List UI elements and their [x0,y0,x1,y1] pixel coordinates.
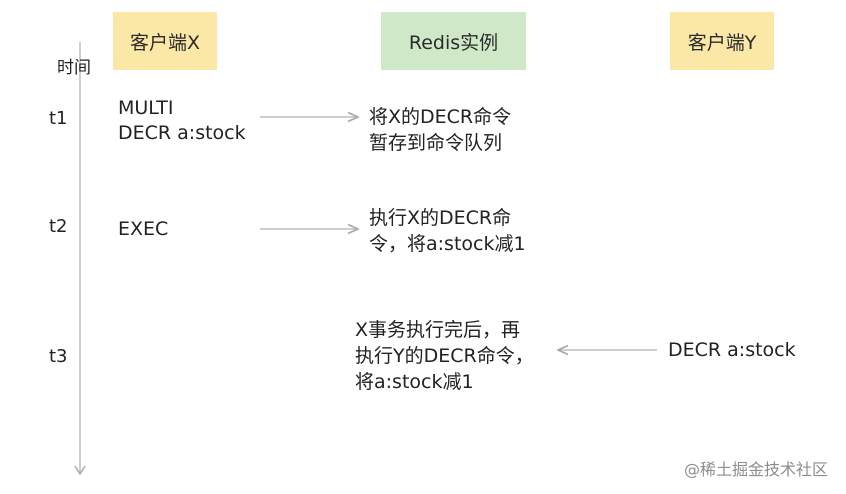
tick-t3: t3 [49,346,68,367]
time-axis-arrow-icon [74,465,86,476]
redis-step-1-line-2: 暂存到命令队列 [369,132,503,154]
client-y-label: 客户端Y [687,31,757,54]
client-x-label: 客户端X [129,31,201,54]
redis-instance-label: Redis实例 [408,31,499,54]
redis-step-3-line-1: X事务执行完后，再 [355,319,521,341]
redis-step-1-line-1: 将X的DECR命令 [369,106,512,128]
redis-instance-header: Redis实例 [381,12,526,70]
client-y-header: 客户端Y [670,12,774,70]
redis-step-3-line-2: 执行Y的DECR命令， [355,345,534,367]
watermark-text: @稀土掘金技术社区 [683,460,828,479]
client-x-exec-command: EXEC [118,218,169,240]
client-y-decr-command: DECR a:stock [668,339,796,361]
redis-step-3-line-3: 将a:stock减1 [355,371,474,393]
client-x-header: 客户端X [113,12,217,70]
client-x-multi-command: MULTI [118,97,174,119]
redis-step-2-line-1: 执行X的DECR命 [369,207,512,229]
redis-step-2-line-2: 令，将a:stock减1 [369,233,526,255]
time-axis-label: 时间 [57,58,91,78]
tick-t1: t1 [49,108,68,129]
client-x-decr-command: DECR a:stock [118,122,246,144]
tick-t2: t2 [49,216,68,237]
